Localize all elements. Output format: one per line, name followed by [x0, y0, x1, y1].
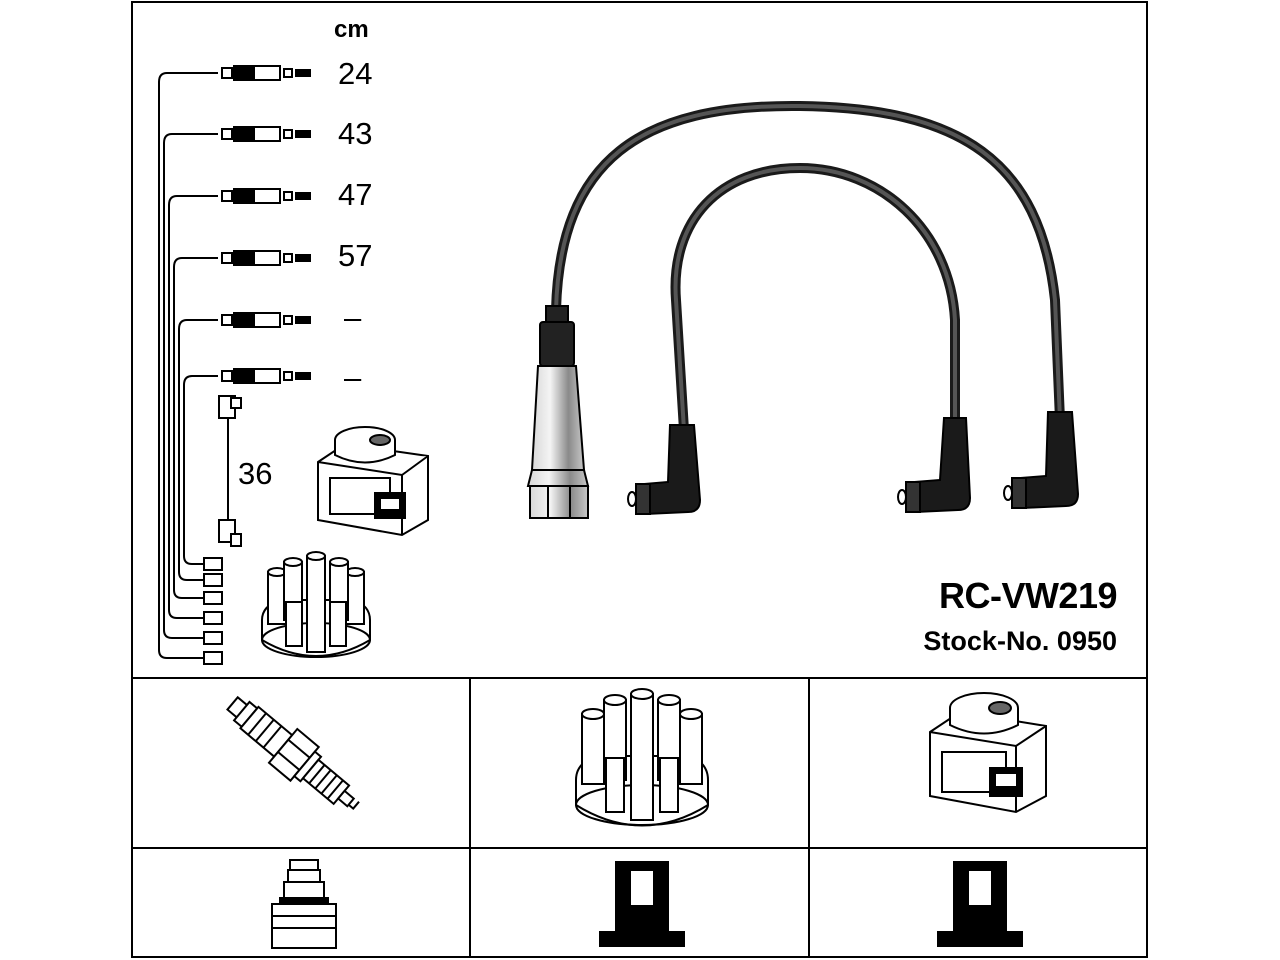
length-label-2: 43	[338, 116, 373, 151]
coil-lead-length: 36	[238, 456, 273, 491]
spark-plug-boot-angled-1	[627, 424, 702, 516]
length-label-3: 47	[338, 177, 373, 212]
lead-connector-4	[221, 250, 311, 266]
coil-terminal-icon	[937, 861, 1023, 947]
unit-label: cm	[334, 16, 369, 43]
ignition-cables	[551, 100, 1065, 435]
divider-left	[469, 677, 471, 958]
lead-connector-6	[221, 368, 311, 384]
part-number: RC-VW219	[938, 575, 1118, 616]
lead-schematic	[158, 72, 218, 659]
lead-connector-5	[221, 312, 311, 328]
distributor-terminal-icon	[599, 861, 685, 947]
divider-top	[131, 677, 1148, 679]
ignition-coil-icon	[317, 426, 429, 537]
lead-connector-2	[221, 126, 311, 142]
coil-lead-schematic	[218, 395, 242, 547]
ignition-coil-large-icon	[929, 692, 1047, 814]
lead-connector-1	[221, 65, 311, 81]
spark-plug-boot-straight	[526, 305, 590, 519]
divider-right	[808, 677, 810, 958]
length-label-5: –	[344, 300, 362, 335]
spark-plug-icon	[226, 695, 360, 810]
cable-mid	[670, 162, 960, 435]
lead-connectors	[203, 65, 311, 665]
distributor-terminals	[203, 557, 223, 665]
diagram-frame	[131, 1, 1148, 958]
divider-bottom	[131, 847, 1148, 849]
spark-plug-boot-angled-3	[1003, 411, 1080, 510]
length-label-1: 24	[338, 56, 373, 91]
plug-terminal-nut-icon	[271, 859, 337, 949]
length-label-4: 57	[338, 238, 373, 273]
lead-connector-3	[221, 188, 311, 204]
distributor-cap-large-icon	[575, 688, 709, 827]
stock-number: Stock-No. 0950	[923, 626, 1117, 656]
distributor-cap-icon	[261, 551, 371, 658]
length-label-6: –	[344, 360, 362, 395]
spark-plug-boot-angled-2	[897, 417, 972, 514]
